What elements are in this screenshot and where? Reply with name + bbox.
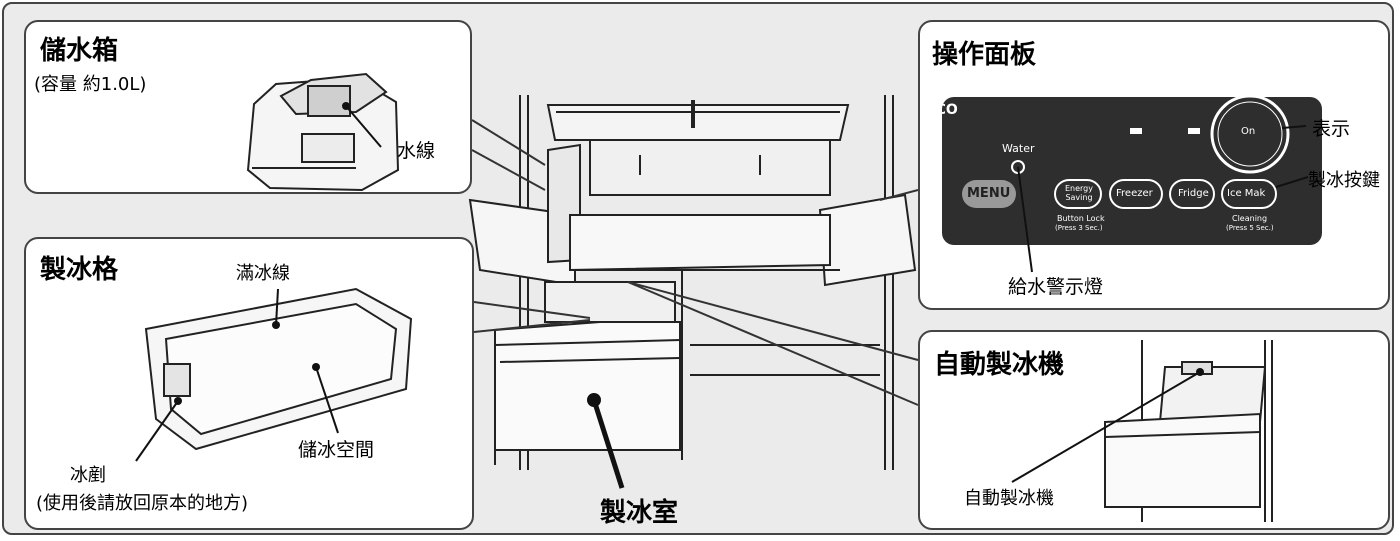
ice-maker-button[interactable]: Ice Mak: [1227, 188, 1266, 199]
ice-room-label: 製冰室: [600, 498, 679, 528]
control-panel-panel: 操作面板 ECO Water MENU Energy Saving Freeze…: [918, 20, 1390, 310]
ice-tray-panel: 製冰格 滿冰線 儲冰空間 冰剷 (使用後請放回原本的地方): [24, 237, 474, 530]
control-panel-illustration: [942, 94, 1322, 273]
water-tank-panel: 儲水箱 (容量 約1.0L) 滿水線: [24, 20, 472, 194]
cleaning-text: Cleaning: [1232, 214, 1268, 223]
ice-maker-title: 自動製冰機: [934, 350, 1065, 380]
ice-tray-title: 製冰格: [40, 255, 119, 285]
button-lock-note: (Press 3 Sec.): [1055, 224, 1103, 232]
ice-tray-illustration: [135, 287, 413, 462]
water-tank-title: 儲水箱: [40, 36, 119, 66]
button-lock-text: Button Lock: [1057, 214, 1105, 223]
display-label: 表示: [1312, 118, 1351, 140]
full-ice-line-label: 滿冰線: [236, 263, 290, 284]
ice-scoop-note: (使用後請放回原本的地方): [36, 493, 249, 514]
water-warning-label: 給水警示燈: [1008, 276, 1104, 298]
freezer-button[interactable]: Freezer: [1116, 188, 1153, 199]
dial-on-text: On: [1241, 126, 1256, 137]
fridge-button[interactable]: Fridge: [1178, 188, 1209, 199]
cleaning-note: (Press 5 Sec.): [1226, 224, 1274, 232]
ice-maker-panel: 自動製冰機 自動製冰機: [918, 330, 1390, 530]
menu-button[interactable]: MENU: [967, 186, 1011, 201]
ice-maker-label: 自動製冰機: [964, 488, 1054, 509]
water-tank-illustration: [246, 72, 400, 192]
water-indicator-text: Water: [1002, 142, 1035, 155]
energy-saving-button[interactable]: Energy Saving: [1064, 184, 1093, 202]
ice-storage-label: 儲冰空間: [298, 439, 375, 461]
water-tank-capacity: (容量 約1.0L): [34, 74, 147, 95]
ice-maker-illustration: [1011, 340, 1273, 522]
ice-scoop-label: 冰剷: [70, 465, 106, 486]
ice-key-label: 製冰按鍵: [1308, 170, 1380, 191]
control-panel-title: 操作面板: [932, 40, 1037, 70]
eco-indicator: ECO: [926, 102, 958, 118]
